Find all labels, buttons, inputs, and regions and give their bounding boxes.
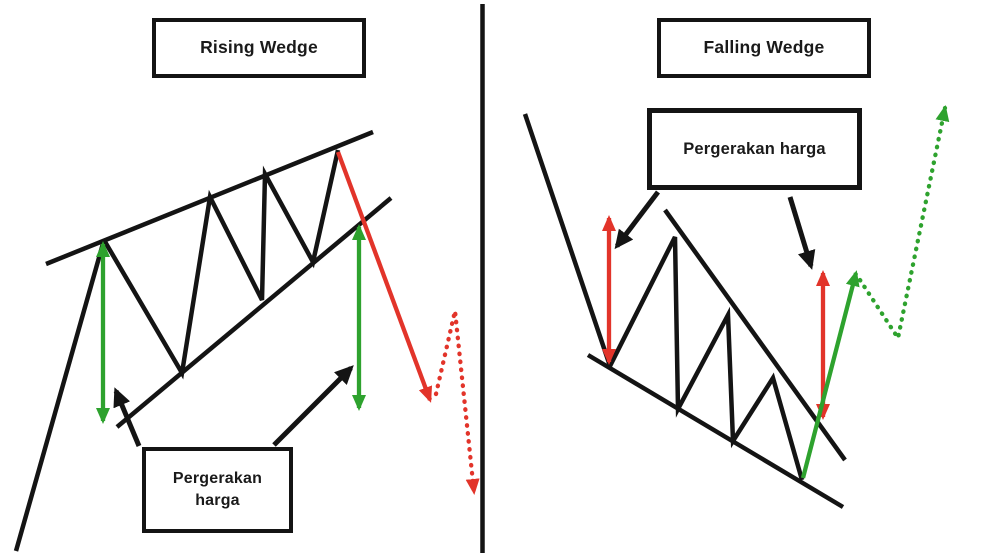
rising-wedge-entry-trend-line — [13, 239, 107, 552]
falling-wedge-upper-trendline — [663, 208, 847, 462]
falling-wedge-price-zigzag — [607, 235, 805, 481]
projected-decline-dotted-arrow — [433, 310, 480, 495]
label-pointer-arrow-left-1 — [113, 387, 142, 447]
label-pointer-arrow-left-2 — [272, 365, 354, 447]
falling-wedge-panel — [522, 105, 950, 509]
label-pointer-arrow-right-2 — [787, 196, 816, 270]
falling-wedge-title-box: Falling Wedge — [657, 18, 871, 78]
rising-wedge-panel — [13, 129, 480, 552]
falling-wedge-entry-trend-line — [522, 113, 613, 367]
rising-wedge-title: Rising Wedge — [200, 37, 318, 58]
label-pointer-arrow-right-1 — [614, 190, 660, 250]
rising-wedge-title-box: Rising Wedge — [152, 18, 366, 78]
price-movement-label-left-line1: Pergerakan — [172, 470, 263, 488]
price-movement-label-left: Pergerakan harga — [142, 447, 293, 533]
falling-wedge-title: Falling Wedge — [703, 37, 825, 58]
price-movement-label-left-line2: harga — [195, 492, 240, 509]
rising-wedge-lower-trendline — [115, 196, 393, 429]
projected-rise-dotted-arrow — [857, 105, 950, 344]
breakout-arrow — [800, 270, 860, 479]
falling-wedge-lower-trendline — [586, 353, 845, 509]
rising-wedge-price-zigzag — [102, 149, 341, 380]
price-movement-label-right: Pergerakan harga — [647, 108, 862, 190]
breakdown-arrow — [335, 151, 433, 403]
price-movement-label-right-text: Pergerakan harga — [683, 139, 826, 158]
